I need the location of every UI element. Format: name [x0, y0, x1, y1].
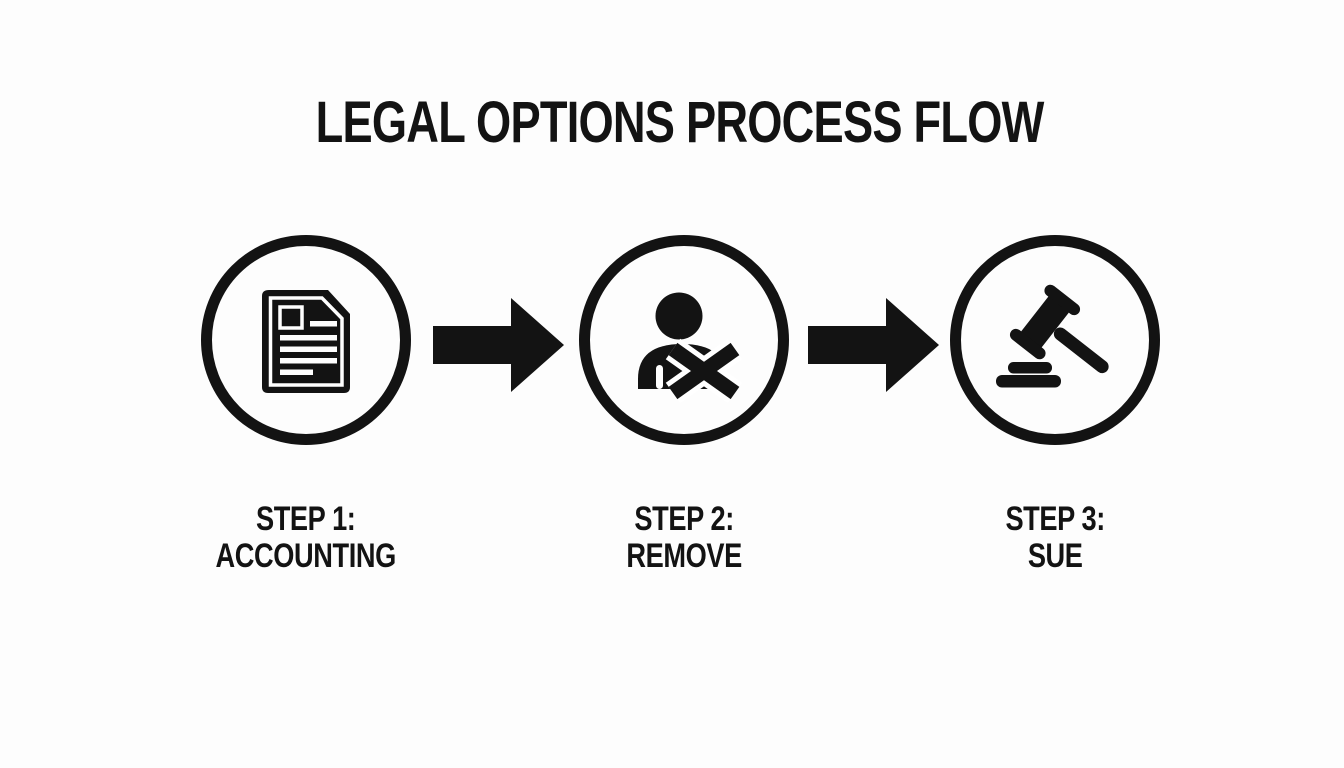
step-3-name: SUE — [1027, 537, 1083, 575]
step-1-circle — [201, 235, 411, 445]
step-1-name: ACCOUNTING — [215, 537, 397, 575]
step-1: STEP 1:ACCOUNTING — [146, 235, 466, 575]
step-2: STEP 2:REMOVE — [524, 235, 844, 575]
step-3-number: STEP 3: — [1005, 500, 1105, 538]
diagram-title: LEGAL OPTIONS PROCESS FLOW — [8, 94, 1344, 152]
document-icon — [262, 290, 350, 393]
step-2-number: STEP 2: — [634, 500, 734, 538]
step-3-circle — [950, 235, 1160, 445]
step-2-circle — [579, 235, 789, 445]
step-2-name: REMOVE — [626, 537, 742, 575]
step-3-label: STEP 3:SUE — [895, 501, 1215, 575]
arrow-right-icon — [433, 298, 564, 392]
arrow-right-icon — [808, 298, 939, 392]
person-remove-icon — [638, 292, 743, 404]
diagram-title-text: LEGAL OPTIONS PROCESS FLOW — [316, 90, 1045, 155]
step-3: STEP 3:SUE — [895, 235, 1215, 575]
gavel-icon — [996, 284, 1109, 388]
step-1-number: STEP 1: — [256, 500, 356, 538]
step-1-label: STEP 1:ACCOUNTING — [146, 501, 466, 575]
step-2-label: STEP 2:REMOVE — [524, 501, 844, 575]
